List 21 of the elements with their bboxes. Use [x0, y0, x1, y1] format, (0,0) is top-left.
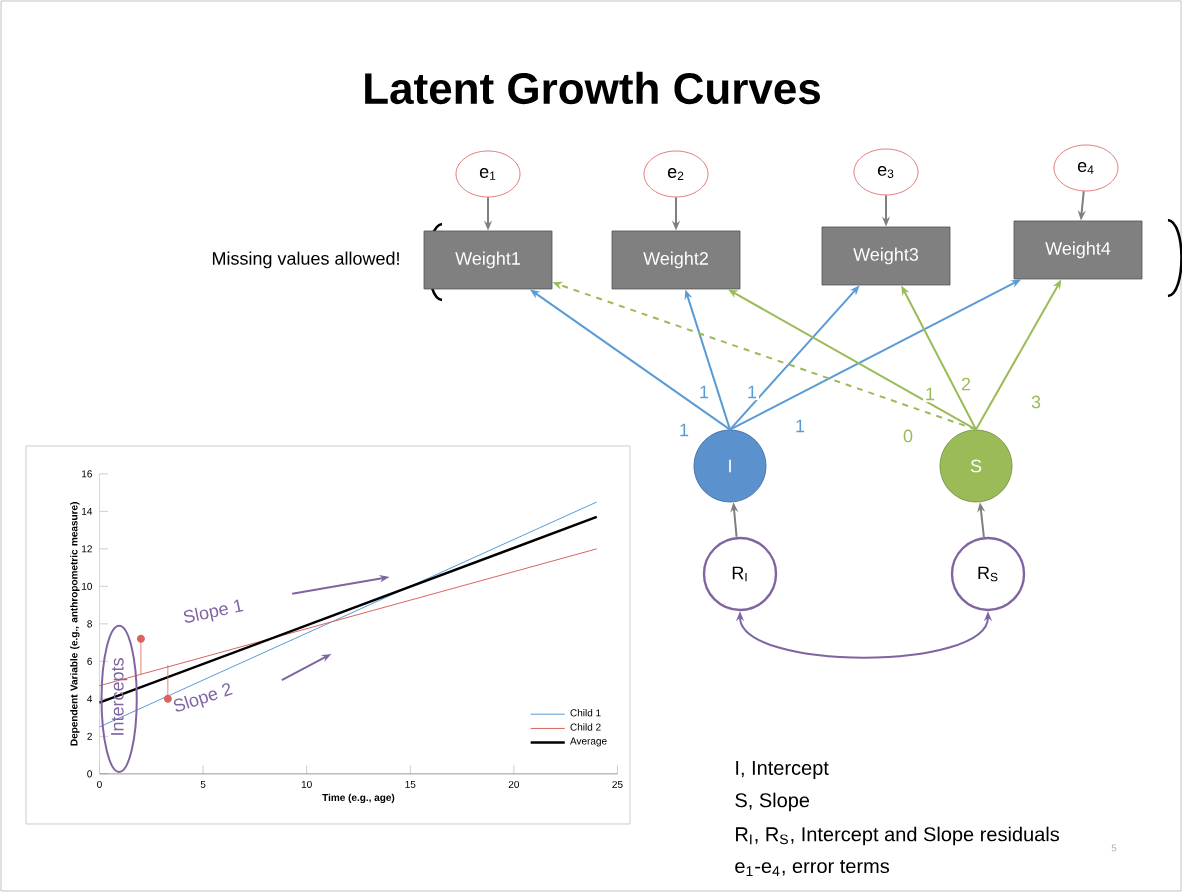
note: R$_{I}$, R$_{S}$, Intercept and Slope residuals [736, 826, 1060, 846]
note: S, Slope [735, 792, 810, 812]
edge-label: 1 [677, 421, 691, 439]
annotation: Intercepts [111, 658, 128, 735]
annotation: Slope 1 [183, 599, 244, 623]
note: I, Intercept [736, 761, 829, 779]
edge-label: 0 [901, 427, 915, 445]
edge-label: 1 [793, 417, 807, 435]
variable-box: Weight3 [821, 226, 951, 286]
annotation: Slope 2 [173, 683, 233, 712]
note: Missing values allowed! [212, 251, 399, 269]
note: e$_{1}$-e$_{4}$, error terms [735, 860, 890, 876]
variable-box: Weight2 [611, 230, 741, 290]
edge-label: 3 [1029, 393, 1043, 411]
edge-label: 2 [959, 375, 973, 393]
title: Latent Growth Curves [365, 71, 820, 105]
edge-label: 1 [697, 383, 711, 401]
edge-label: 1 [923, 385, 937, 403]
variable-box: Weight4 [1013, 220, 1143, 280]
edge-label: 1 [745, 383, 759, 401]
variable-box: Weight1 [423, 230, 553, 290]
